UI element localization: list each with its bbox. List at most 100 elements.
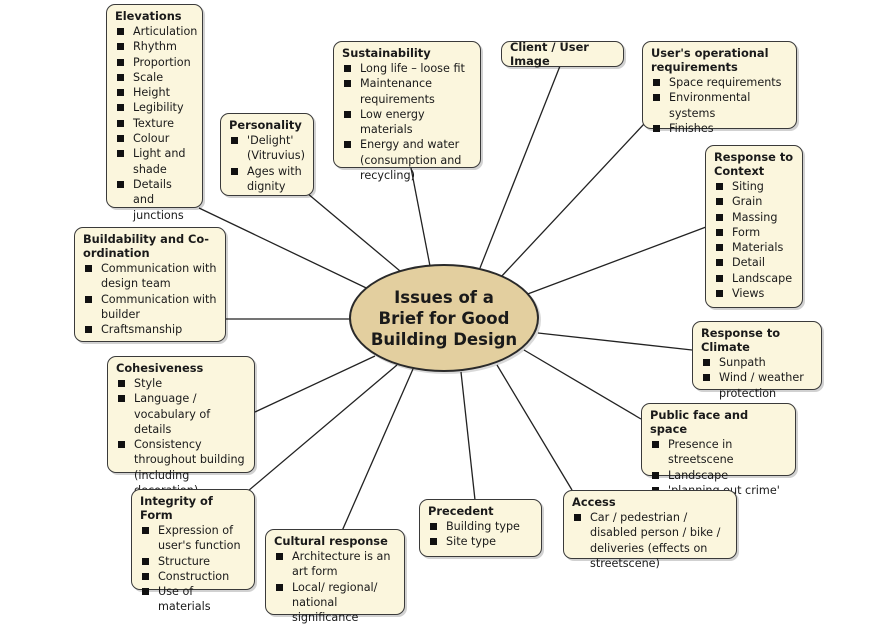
connector-public-face (523, 349, 642, 420)
connector-elevations (198, 207, 384, 297)
node-sustainability-list: Long life – loose fit Maintenance requir… (342, 61, 472, 183)
node-item: Car / pedestrian / disabled person / bik… (572, 510, 728, 571)
node-cohesiveness-list: Style Language / vocabulary of details C… (116, 376, 246, 498)
node-item: Siting (714, 179, 794, 194)
node-item: Space requirements (651, 75, 788, 90)
node-item: Detail (714, 255, 794, 270)
connector-access (496, 364, 573, 491)
node-item: Grain (714, 194, 794, 209)
node-elevations-title: Elevations (115, 9, 182, 23)
node-public-face-title: Public face and space (650, 408, 749, 436)
node-cultural-list: Architecture is an art form Local/ regio… (274, 549, 396, 625)
node-item: Articulation (115, 24, 197, 39)
connector-integrity (247, 364, 398, 492)
node-item: Site type (428, 534, 533, 549)
node-personality-list: 'Delight' (Vitruvius) Ages with dignity (229, 133, 305, 194)
node-integrity: Integrity of Form Expression of user's f… (131, 489, 255, 613)
node-integrity-title: Integrity of Form (140, 494, 213, 522)
node-item: Form (714, 225, 794, 240)
node-item: Communication with design team (83, 261, 217, 292)
node-item: Craftsmanship (83, 322, 217, 337)
connector-personality (294, 182, 407, 277)
node-precedent-list: Building type Site type (428, 519, 533, 550)
node-item: Landscape (714, 271, 794, 286)
node-item: Long life – loose fit (342, 61, 472, 76)
node-item: Ages with dignity (229, 164, 305, 195)
node-item: Use of materials (140, 584, 246, 615)
node-integrity-list: Expression of user's function Structure … (140, 523, 246, 615)
node-item: Architecture is an art form (274, 549, 396, 580)
node-sustainability: Sustainability Long life – loose fit Mai… (333, 41, 481, 182)
node-cohesiveness: Cohesiveness Style Language / vocabulary… (107, 356, 255, 497)
node-item: Landscape (650, 468, 787, 483)
node-item: Rhythm (115, 39, 194, 54)
connector-context (524, 226, 707, 296)
node-item: Presence in streetscene (650, 437, 787, 468)
node-elevations-list: Articulation Rhythm Proportion Scale Hei… (115, 24, 197, 223)
node-cohesiveness-title: Cohesiveness (116, 361, 204, 375)
node-climate: Response to Climate Sunpath Wind / weath… (692, 321, 822, 400)
node-operational: User's operational requirements Space re… (642, 41, 797, 135)
node-climate-title: Response to Climate (701, 326, 781, 354)
node-item: Wind / weather protection (701, 370, 813, 401)
node-item: Scale (115, 70, 194, 85)
node-access-list: Car / pedestrian / disabled person / bik… (572, 510, 728, 571)
node-item: Low energy materials (342, 107, 472, 138)
central-topic-title: Issues of a Brief for Good Building Desi… (370, 287, 518, 349)
node-item: Style (116, 376, 246, 391)
node-sustainability-title: Sustainability (342, 46, 431, 60)
node-buildability-title: Buildability and Co-ordination (83, 232, 209, 260)
node-item: 'Delight' (Vitruvius) (229, 133, 305, 164)
node-elevations: Elevations Articulation Rhythm Proportio… (106, 4, 203, 222)
node-climate-list: Sunpath Wind / weather protection (701, 355, 813, 401)
node-item: Materials (714, 240, 794, 255)
node-context-list: Siting Grain Massing Form Materials Deta… (714, 179, 794, 301)
node-access-title: Access (572, 495, 616, 509)
node-operational-title: User's operational requirements (651, 46, 769, 74)
node-buildability: Buildability and Co-ordination Communica… (74, 227, 226, 342)
node-item: Finishes (651, 121, 788, 136)
node-item: Energy and water (consumption and recycl… (342, 137, 472, 183)
node-item: Sunpath (701, 355, 813, 370)
node-item: Local/ regional/ national significance (274, 580, 396, 625)
node-access: Access Car / pedestrian / disabled perso… (563, 490, 737, 570)
node-item: Views (714, 286, 794, 301)
node-precedent: Precedent Building type Site type (419, 499, 542, 557)
node-cultural-title: Cultural response (274, 534, 388, 548)
node-public-face: Public face and space Presence in street… (641, 403, 796, 497)
node-cultural: Cultural response Architecture is an art… (265, 529, 405, 624)
central-topic: Issues of a Brief for Good Building Desi… (349, 264, 539, 372)
node-item: Proportion (115, 55, 194, 70)
node-client-image: Client / User Image (501, 39, 624, 68)
connector-sustainability (410, 167, 431, 267)
node-item: Legibility (115, 100, 194, 115)
node-context: Response to Context Siting Grain Massing… (705, 145, 803, 308)
node-item: Building type (428, 519, 533, 534)
node-item: Texture (115, 116, 194, 131)
node-item: Massing (714, 210, 794, 225)
node-client-image-title: Client / User Image (510, 39, 589, 68)
node-item: Communication with builder (83, 292, 217, 323)
connector-climate (537, 332, 693, 351)
node-buildability-list: Communication with design team Communica… (83, 261, 217, 337)
connector-client-image (479, 65, 561, 269)
node-item: Construction (140, 569, 246, 584)
connector-cultural (341, 368, 414, 532)
node-item: Height (115, 85, 194, 100)
node-item: Maintenance requirements (342, 76, 472, 107)
node-item: Light and shade (115, 146, 194, 177)
connector-cohesiveness (254, 355, 376, 413)
node-personality: Personality 'Delight' (Vitruvius) Ages w… (220, 113, 314, 196)
node-item: Environmental systems (651, 90, 788, 121)
node-precedent-title: Precedent (428, 504, 494, 518)
node-item: Details and junctions (115, 177, 194, 223)
node-item: Structure (140, 554, 246, 569)
node-personality-title: Personality (229, 118, 302, 132)
node-public-face-list: Presence in streetscene Landscape 'plann… (650, 437, 787, 498)
node-operational-list: Space requirements Environmental systems… (651, 75, 788, 136)
node-context-title: Response to Context (714, 150, 794, 178)
node-item: Language / vocabulary of details (116, 391, 246, 437)
node-item: Expression of user's function (140, 523, 246, 554)
node-item: Colour (115, 131, 194, 146)
